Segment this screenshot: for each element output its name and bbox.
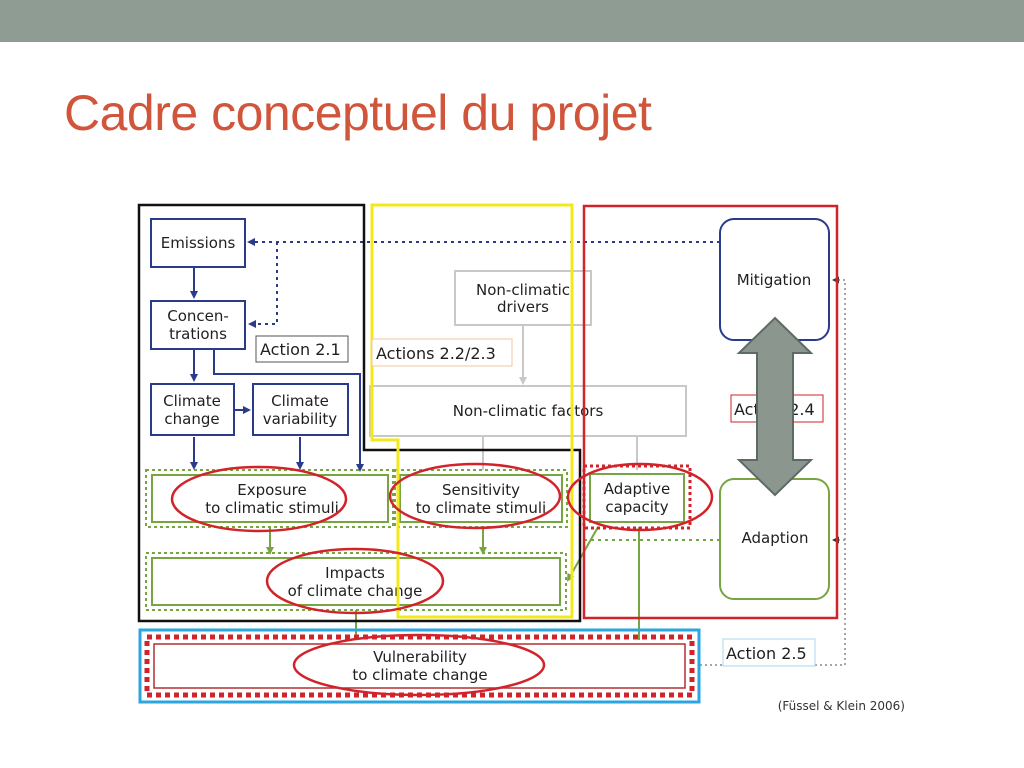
climate-variability-label-line1: Climate [271,392,329,410]
action-2-4-red-frame [582,204,839,620]
action-2-2-2-3-yellow-frame [370,203,574,619]
vulnerability-label-line2: to climate change [352,666,487,684]
emissions-box [150,218,246,268]
action-2-2-2-3-label: Actions 2.2/2.3 [376,344,496,363]
action-2-1-label: Action 2.1 [260,340,341,359]
ellipse-impacts [265,547,445,615]
action-2-1-black-frame [137,203,582,623]
sensitivity-label-line1: Sensitivity [442,481,520,499]
climate-variability-box [252,383,349,436]
action-2-2-2-3-label-box [371,338,513,367]
concentrations-label-line1: Concen- [167,307,229,325]
citation: (Füssel & Klein 2006) [778,699,905,713]
exposure-box [151,474,389,523]
top-band [0,0,1024,42]
slide-title: Cadre conceptuel du projet [64,85,652,141]
climate-change-label-line2: change [164,410,219,428]
non-climatic-factors-label: Non-climatic factors [453,402,604,420]
impacts-box-outer [145,552,567,611]
double-arrow-mitigation-adaption [736,316,814,497]
concentrations-label-line2: trations [169,325,227,343]
sensitivity-box [399,474,563,523]
adaptive-capacity-label-line2: capacity [605,498,668,516]
ellipse-exposure [170,465,348,533]
non-climatic-drivers-label-line1: Non-climatic [476,281,570,299]
adaption-label: Adaption [742,529,809,547]
climate-change-box [150,383,235,436]
sensitivity-label-line2: to climate stimuli [416,499,546,517]
impacts-box [151,557,561,606]
emissions-label: Emissions [161,234,236,252]
non-climatic-factors-box [369,385,687,437]
adaptive-capacity-label-line1: Adaptive [604,480,670,498]
adaptive-capacity-box [589,473,685,523]
climate-variability-label-line2: variability [263,410,338,428]
exposure-label-line2: to climatic stimuli [205,499,339,517]
ellipse-vulnerability [292,633,546,697]
ellipse-adaptive-capacity [566,462,714,532]
connectors [190,238,846,666]
vulnerability-box [153,643,686,689]
ellipse-sensitivity [388,462,562,530]
impacts-label-line2: of climate change [288,582,423,600]
vulnerability-label-line1: Vulnerability [373,648,467,666]
action-2-5-label-box [722,638,816,667]
climate-change-label-line1: Climate [163,392,221,410]
concentrations-box [150,300,246,350]
action-2-1-label-box [255,335,349,363]
dotted-to-concentrations [248,242,278,328]
dotted-right-loop [700,276,846,666]
exposure-label-line1: Exposure [237,481,306,499]
non-climatic-drivers-box [454,270,592,326]
mitigation-label: Mitigation [737,271,812,289]
action-2-5-label: Action 2.5 [726,644,807,663]
arrow-concentrations-to-sensitivity [213,350,364,472]
impacts-label-line1: Impacts [325,564,385,582]
non-climatic-drivers-label-line2: drivers [497,298,549,316]
exposure-box-outer [145,469,394,528]
vulnerability-blue-frame [138,628,701,704]
